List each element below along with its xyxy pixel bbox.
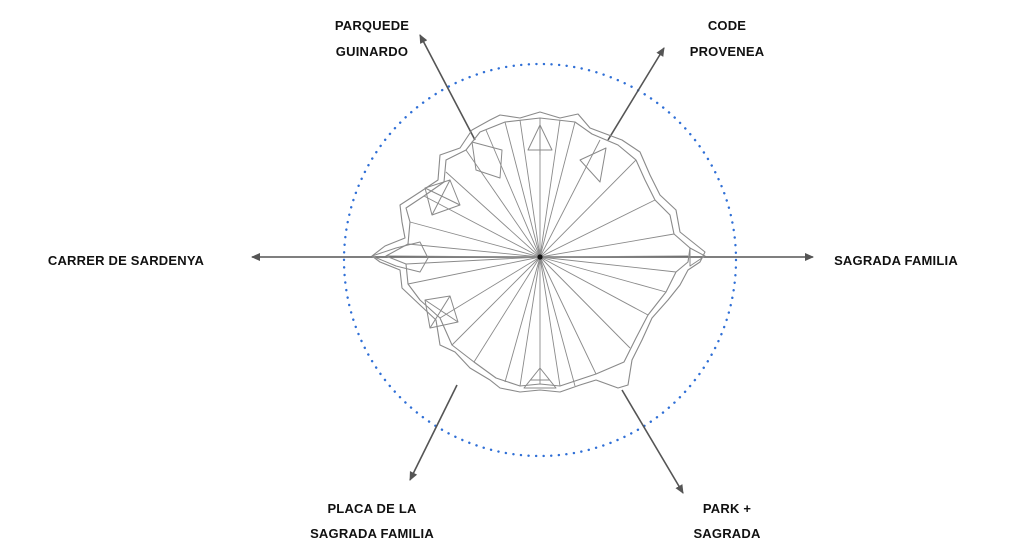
label-west: CARRER DE SARDENYA <box>48 253 205 268</box>
label-north-east-line1: CODE <box>708 18 746 33</box>
radial-spokes <box>385 118 689 387</box>
label-south-west-line2: SAGRADA FAMILIA <box>310 526 434 541</box>
building-plan-drawing <box>371 111 706 393</box>
arrow-south-west <box>409 384 458 481</box>
arrow-south-east <box>621 389 684 494</box>
label-north-west-line2: GUINARDO <box>336 44 408 59</box>
arrow-north-east <box>607 47 665 141</box>
label-east: SAGRADA FAMILIA <box>834 253 958 268</box>
direction-labels: PARQUEDE GUINARDO CODE PROVENEA SAGRADA … <box>48 18 958 541</box>
building-inner-outline <box>385 117 691 387</box>
label-north-east-line2: PROVENEA <box>690 44 765 59</box>
label-south-east-line1: PARK + <box>703 501 751 516</box>
label-south-west-line1: PLACA DE LA <box>327 501 417 516</box>
label-north-west-line1: PARQUEDE <box>335 18 409 33</box>
arrow-north-west <box>419 34 476 141</box>
label-south-east-line2: SAGRADA <box>693 526 761 541</box>
building-outline <box>371 111 706 393</box>
dotted-boundary-circle <box>342 62 738 458</box>
center-point <box>537 254 543 260</box>
chapel-details <box>371 124 706 389</box>
